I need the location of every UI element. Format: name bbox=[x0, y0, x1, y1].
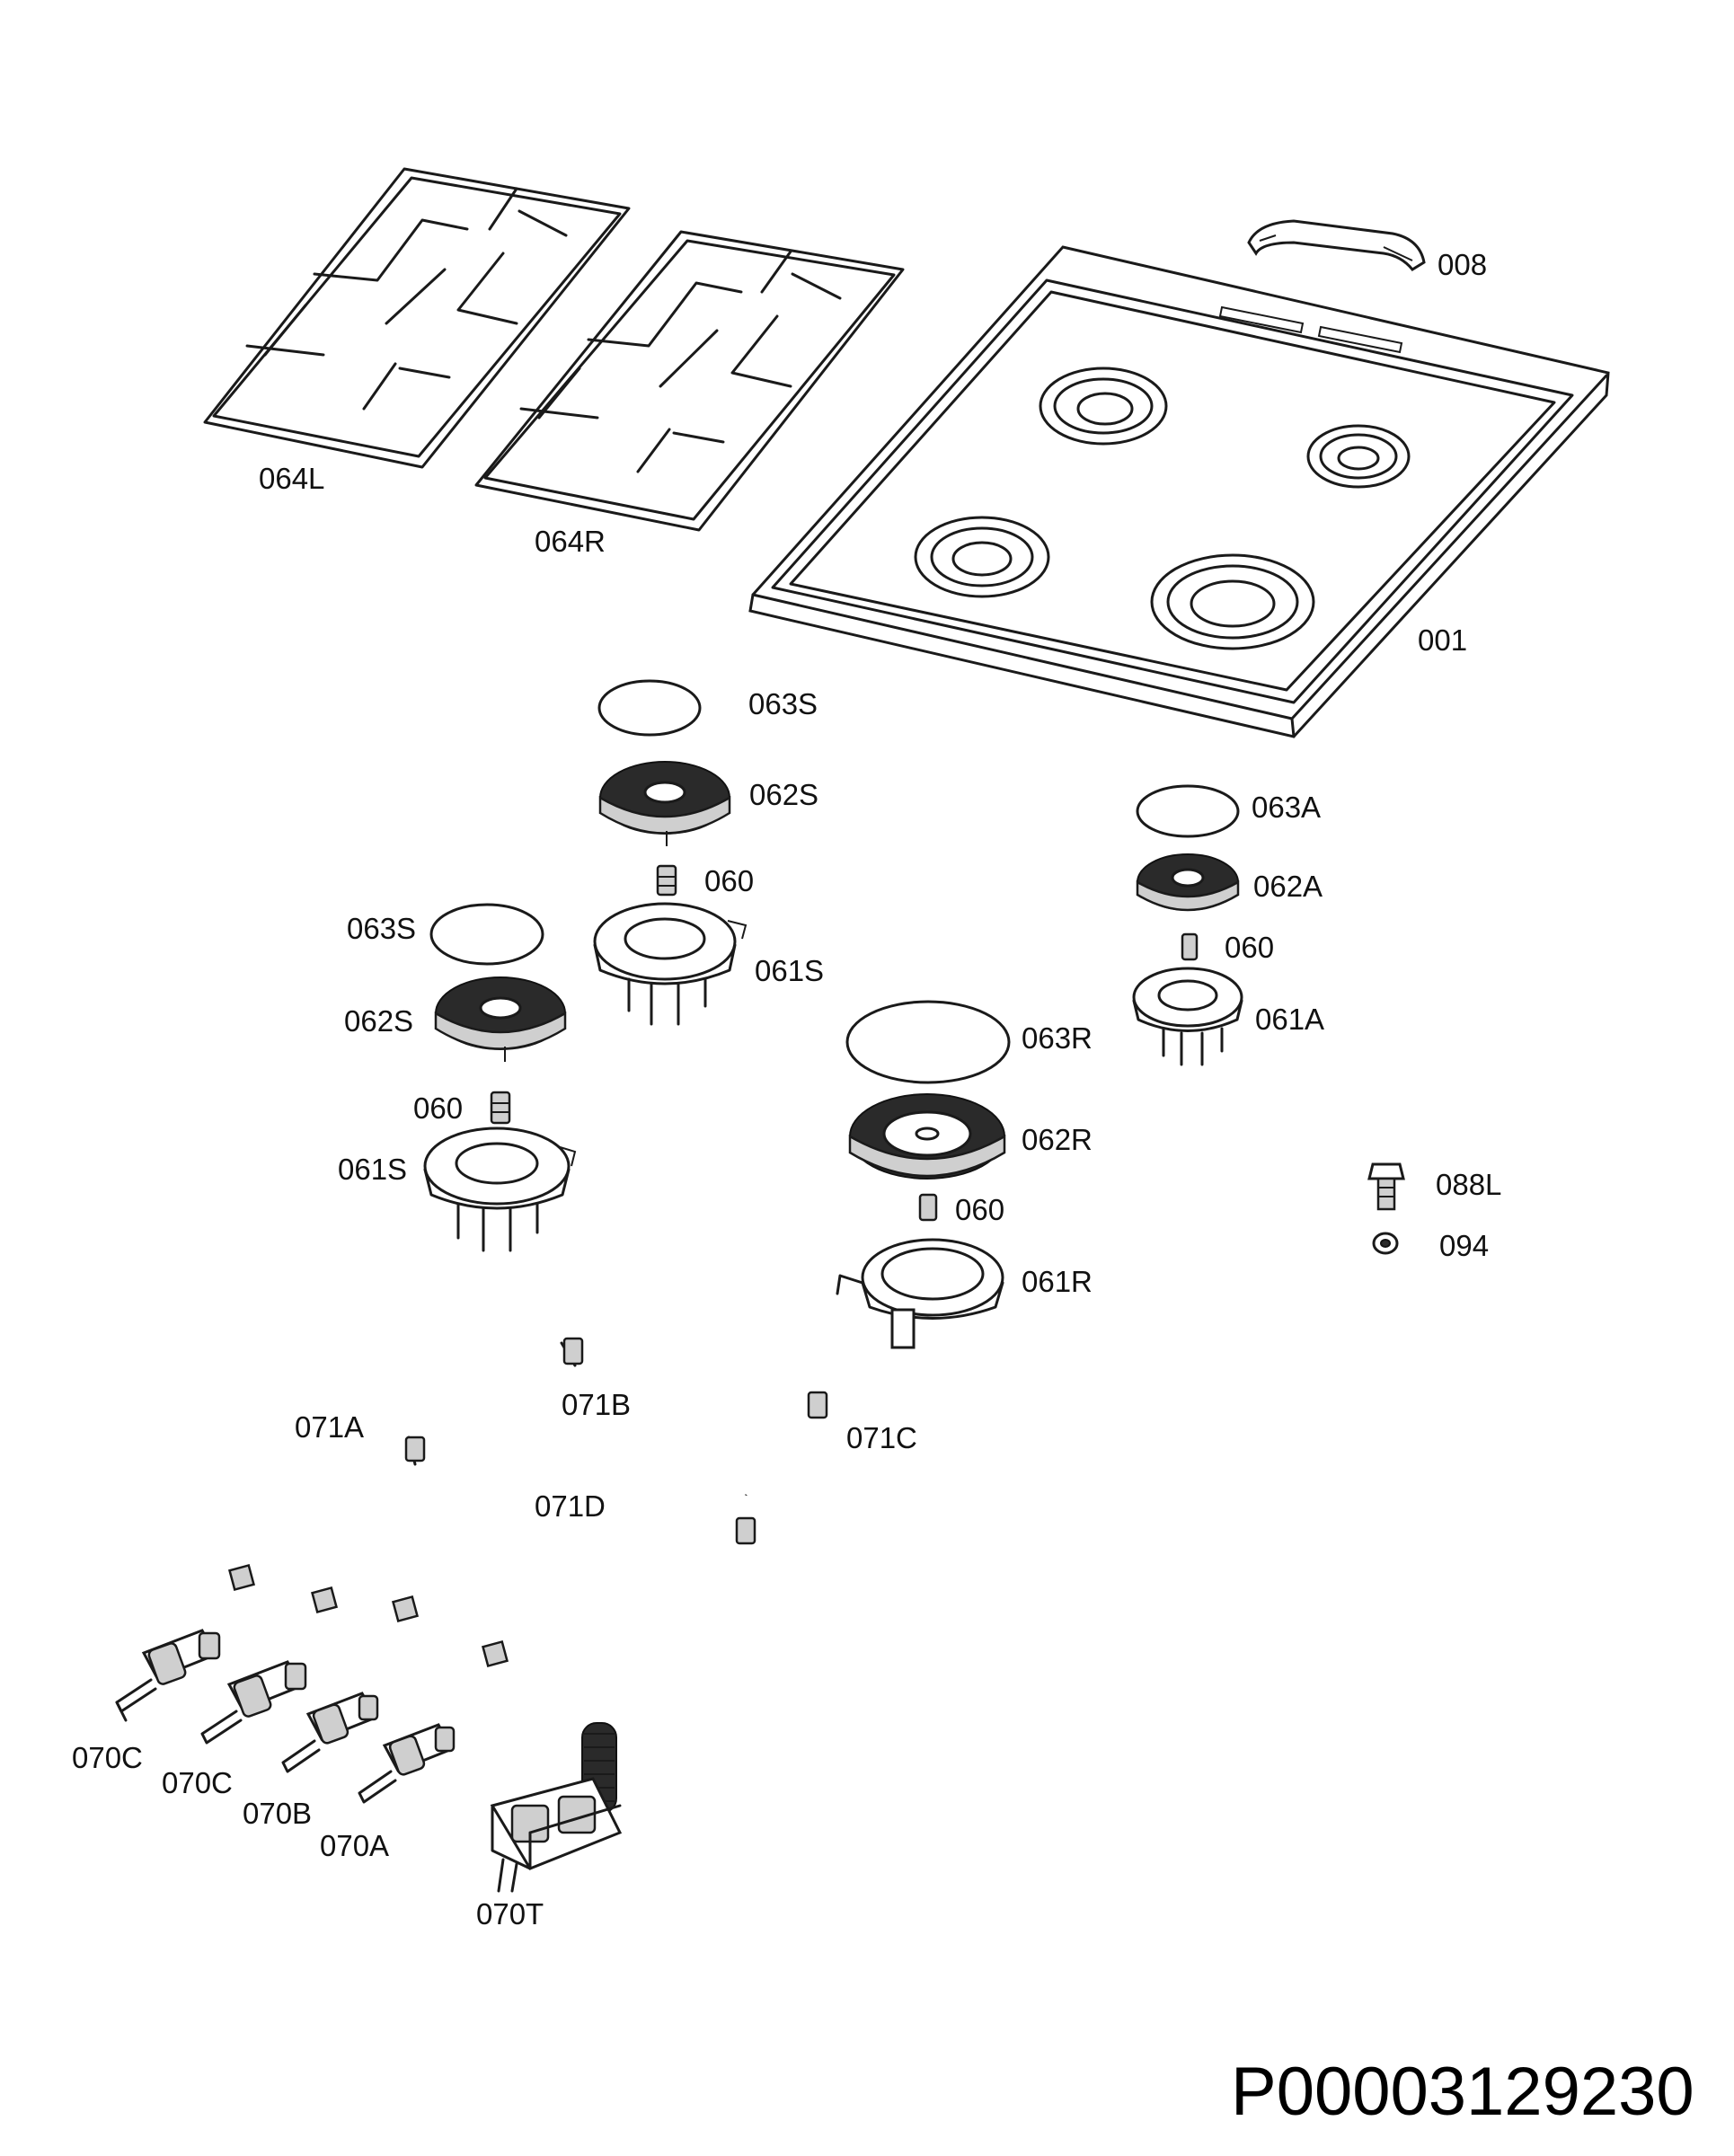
part-060-injector-a[interactable] bbox=[1181, 932, 1199, 961]
label-062S-upper: 062S bbox=[749, 778, 818, 811]
label-063R: 063R bbox=[1022, 1021, 1093, 1055]
pipe-nuts bbox=[227, 1337, 828, 1668]
part-063A-burner-cap[interactable] bbox=[1136, 784, 1240, 838]
label-063A: 063A bbox=[1252, 791, 1321, 824]
label-070T: 070T bbox=[476, 1897, 544, 1931]
label-061A: 061A bbox=[1255, 1003, 1324, 1036]
label-060-r: 060 bbox=[955, 1193, 1004, 1226]
part-064R-pan-support[interactable] bbox=[474, 230, 905, 532]
part-063R-burner-cap[interactable] bbox=[845, 1000, 1011, 1084]
part-060-injector-r[interactable] bbox=[918, 1193, 938, 1222]
part-061S-burner-base-upper[interactable] bbox=[593, 902, 748, 1026]
part-071D-gas-pipe[interactable] bbox=[481, 1494, 748, 1657]
part-070B-gas-tap[interactable] bbox=[281, 1692, 379, 1773]
label-071C: 071C bbox=[846, 1421, 917, 1454]
label-062R: 062R bbox=[1022, 1123, 1093, 1156]
part-062S-burner-crown-lower[interactable] bbox=[434, 976, 567, 1062]
part-064L-pan-support[interactable] bbox=[203, 167, 631, 469]
part-061A-burner-base[interactable] bbox=[1132, 967, 1243, 1066]
part-094-washer[interactable] bbox=[1372, 1232, 1399, 1255]
label-060-upper: 060 bbox=[704, 864, 754, 897]
part-001-hob-top[interactable] bbox=[748, 245, 1610, 738]
label-064L: 064L bbox=[259, 462, 324, 495]
part-063S-burner-cap-lower[interactable] bbox=[429, 903, 544, 966]
part-070C-gas-tap-2[interactable] bbox=[200, 1660, 307, 1745]
part-062R-burner-crown[interactable] bbox=[848, 1093, 1006, 1180]
label-070C-2: 070C bbox=[162, 1766, 233, 1799]
label-070B: 070B bbox=[243, 1797, 312, 1830]
part-070A-gas-tap[interactable] bbox=[358, 1723, 456, 1804]
part-088L-fitting[interactable] bbox=[1367, 1162, 1405, 1211]
part-062A-burner-crown[interactable] bbox=[1136, 853, 1240, 912]
label-061S-lower: 061S bbox=[338, 1153, 407, 1186]
part-063S-burner-cap-upper[interactable] bbox=[597, 679, 702, 737]
label-071D: 071D bbox=[535, 1489, 606, 1523]
label-062A: 062A bbox=[1253, 870, 1323, 903]
part-070T-thermostat[interactable] bbox=[490, 1722, 623, 1893]
label-060-lower: 060 bbox=[413, 1091, 463, 1125]
part-060-injector-upper[interactable] bbox=[656, 864, 677, 897]
part-062S-burner-crown-upper[interactable] bbox=[598, 761, 731, 846]
label-070C-1: 070C bbox=[72, 1741, 143, 1774]
label-061S-upper: 061S bbox=[755, 954, 824, 987]
label-070A: 070A bbox=[320, 1829, 389, 1862]
label-008: 008 bbox=[1438, 248, 1487, 281]
label-071B: 071B bbox=[562, 1388, 631, 1421]
label-063S-upper: 063S bbox=[748, 687, 818, 720]
part-060-injector-lower[interactable] bbox=[490, 1091, 511, 1125]
part-071A-gas-pipe[interactable] bbox=[229, 1364, 584, 1581]
label-001: 001 bbox=[1418, 623, 1467, 657]
label-088L: 088L bbox=[1436, 1168, 1501, 1201]
part-071B-gas-pipe[interactable] bbox=[310, 1341, 577, 1603]
label-071A: 071A bbox=[295, 1410, 364, 1444]
document-id: P00003129230 bbox=[1231, 2054, 1694, 2130]
label-060-a: 060 bbox=[1225, 931, 1274, 964]
label-094: 094 bbox=[1439, 1229, 1489, 1262]
label-063S-lower: 063S bbox=[347, 912, 416, 945]
part-071C-gas-pipe[interactable] bbox=[393, 1413, 829, 1612]
part-070C-gas-tap-1[interactable] bbox=[115, 1629, 221, 1722]
label-064R: 064R bbox=[535, 525, 606, 558]
part-061S-burner-base-lower[interactable] bbox=[423, 1127, 577, 1252]
label-062S-lower: 062S bbox=[344, 1004, 413, 1038]
part-008-handle[interactable] bbox=[1247, 219, 1426, 271]
label-061R: 061R bbox=[1022, 1265, 1093, 1298]
part-061R-burner-base[interactable] bbox=[836, 1238, 1004, 1349]
